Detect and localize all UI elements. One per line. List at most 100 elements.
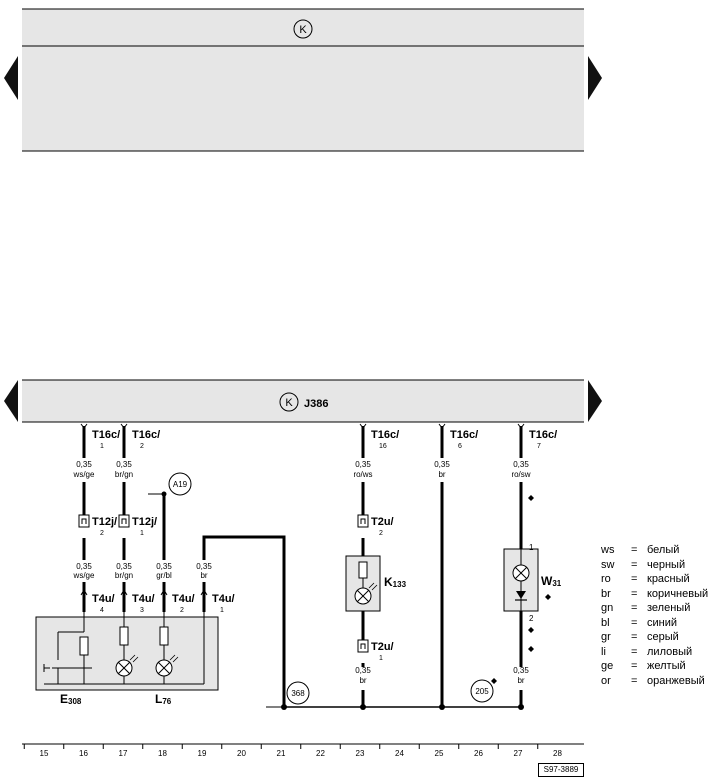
svg-text:ws/ge: ws/ge: [73, 470, 95, 479]
svg-text:br/gn: br/gn: [115, 470, 133, 479]
grid-number: 23: [356, 749, 365, 758]
page-next-arrow-bottom[interactable]: [588, 380, 602, 422]
svg-text:K133: K133: [384, 575, 407, 589]
legend-equals: =: [631, 616, 638, 629]
svg-text:3: 3: [140, 607, 144, 614]
svg-text:T4u/: T4u/: [92, 593, 115, 605]
legend-equals: =: [631, 602, 638, 614]
svg-text:0,35: 0,35: [355, 666, 371, 675]
component-labels: E308 L76 K133 W31: [60, 574, 562, 706]
legend-color-name: зеленый: [647, 602, 691, 614]
svg-text:W31: W31: [541, 574, 562, 588]
grid-number: 16: [79, 749, 88, 758]
legend-equals: =: [631, 645, 638, 658]
legend-equals: =: [631, 660, 638, 672]
svg-text:T16c/: T16c/: [529, 429, 557, 441]
svg-text:T2u/: T2u/: [371, 641, 394, 653]
t16c-labels: T16c/ 1 T16c/ 2 T16c/ 16 T16c/ 6 T16c/ 7: [92, 429, 557, 450]
page-prev-arrow-bottom[interactable]: [4, 380, 18, 422]
legend-color-name: серый: [647, 631, 679, 643]
diode-icon: [516, 591, 526, 599]
grid-number: 18: [158, 749, 167, 758]
interior-light-w31: [503, 548, 539, 612]
svg-text:br: br: [517, 676, 524, 685]
legend-row: ws=белый: [601, 543, 708, 558]
switch-housing-e308-l76: [35, 612, 219, 691]
svg-text:0,35: 0,35: [434, 460, 450, 469]
svg-text:0,35: 0,35: [513, 666, 529, 675]
grid-number: 17: [119, 749, 128, 758]
control-unit-top: K: [22, 8, 584, 152]
legend-row: or=оранжевый: [601, 674, 708, 689]
control-unit-j386: K J386: [22, 379, 584, 423]
svg-text:T2u/: T2u/: [371, 516, 394, 528]
svg-text:2: 2: [379, 530, 383, 537]
legend-code: gn: [601, 602, 614, 614]
inline-connector-pins: [81, 518, 366, 649]
legend-row: gn = зеленый: [601, 601, 708, 616]
svg-text:0,35: 0,35: [116, 460, 132, 469]
grid-number: 25: [435, 749, 444, 758]
legend-code: sw: [601, 558, 615, 571]
svg-text:T4u/: T4u/: [212, 593, 235, 605]
page-next-arrow-top[interactable]: [588, 56, 602, 100]
svg-text:0,35: 0,35: [355, 460, 371, 469]
grid-number: 28: [553, 749, 562, 758]
svg-text:6: 6: [458, 443, 462, 450]
diamond-markers: [491, 495, 551, 684]
legend-code: gr: [601, 631, 611, 643]
svg-text:T12j/: T12j/: [92, 516, 117, 528]
lamp-icon: [512, 564, 530, 582]
legend-row: ro=красный: [601, 572, 708, 587]
grid-number: 21: [277, 749, 286, 758]
ref-205: 205: [470, 679, 494, 703]
svg-text:0,35: 0,35: [76, 460, 92, 469]
unit-symbol-top: K: [293, 19, 313, 39]
legend-code: ge: [601, 660, 614, 672]
svg-text:16: 16: [379, 443, 387, 450]
svg-text:0,35: 0,35: [156, 562, 172, 571]
grid-number: 22: [316, 749, 325, 758]
grid-number: 26: [474, 749, 483, 758]
svg-text:1: 1: [220, 607, 224, 614]
svg-text:ws/ge: ws/ge: [73, 571, 95, 580]
svg-text:A19: A19: [173, 480, 188, 489]
svg-text:1: 1: [140, 530, 144, 537]
svg-text:T12j/: T12j/: [132, 516, 157, 528]
svg-text:T16c/: T16c/: [132, 429, 160, 441]
svg-text:ro/ws: ro/ws: [353, 470, 372, 479]
connector-arrows: [80, 423, 525, 596]
svg-text:1: 1: [379, 655, 383, 662]
grid-number: 27: [514, 749, 523, 758]
svg-text:br: br: [438, 470, 445, 479]
svg-text:gr/bl: gr/bl: [156, 571, 172, 580]
legend-equals: =: [631, 544, 638, 556]
svg-text:1: 1: [100, 443, 104, 450]
svg-text:0,35: 0,35: [196, 562, 212, 571]
legend-equals: =: [631, 573, 638, 585]
svg-text:T16c/: T16c/: [92, 429, 120, 441]
legend-color-name: коричневый: [647, 587, 709, 600]
grid-number: 19: [198, 749, 207, 758]
svg-text:368: 368: [291, 689, 305, 698]
svg-text:br/gn: br/gn: [115, 571, 133, 580]
warning-lamp-k133: [345, 555, 381, 612]
svg-text:0,35: 0,35: [76, 562, 92, 571]
grid-number: 20: [237, 749, 246, 758]
legend-color-name: желтый: [647, 660, 686, 672]
svg-text:br: br: [359, 676, 366, 685]
legend-code: br: [601, 587, 611, 600]
t2u-labels: T2u/ 2 T2u/ 1: [371, 516, 394, 662]
unit-symbol-letter-j386: K: [285, 397, 293, 409]
svg-text:0,35: 0,35: [116, 562, 132, 571]
svg-text:T16c/: T16c/: [450, 429, 478, 441]
legend-color-name: красный: [647, 573, 690, 585]
lower-wire-labels: 0,35 br 0,35 br: [355, 666, 529, 685]
grid-ticks: [23, 744, 539, 749]
page-prev-arrow-top[interactable]: [4, 56, 18, 100]
mid-wire-labels: 0,35 ws/ge 0,35 br/gn 0,35 gr/bl 0,35 br: [73, 562, 213, 580]
svg-text:T4u/: T4u/: [172, 593, 195, 605]
legend-color-name: белый: [647, 544, 680, 556]
